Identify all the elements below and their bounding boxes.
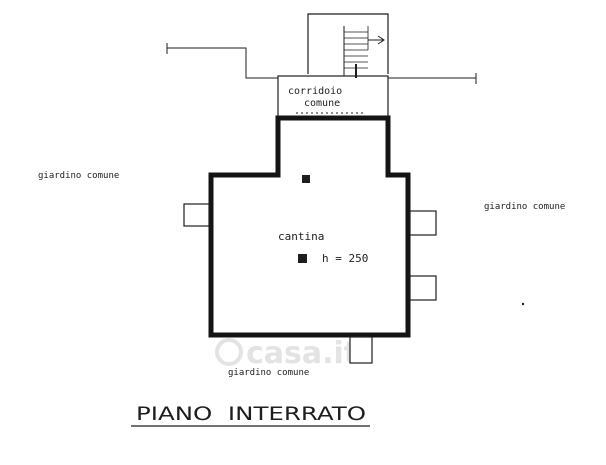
garden-label-bottom: giardino comune <box>228 368 309 378</box>
watermark-logo-icon <box>215 338 243 366</box>
pillar-center <box>298 254 307 263</box>
cellar-height-label: h = 250 <box>322 252 368 265</box>
light-wells <box>183 203 437 364</box>
stair-arrow-head-icon <box>377 35 385 45</box>
corridor-label-line1: corridoio <box>288 86 342 97</box>
cellar-walls <box>208 115 411 338</box>
corridor-area: corridoio comune <box>277 75 389 119</box>
staircase <box>307 13 389 78</box>
watermark-text: casa.it <box>246 336 358 371</box>
light-well-right-lower <box>409 275 437 301</box>
corridor-outline <box>277 75 389 119</box>
property-boundaries <box>166 43 477 84</box>
plan-dot <box>521 302 525 306</box>
light-well-left <box>183 203 210 227</box>
pillar-upper <box>302 175 310 183</box>
floor-title: PIANO INTERRATO <box>136 403 366 425</box>
light-well-right-upper <box>409 210 437 236</box>
boundary-left <box>167 47 278 79</box>
stair-outline <box>307 13 389 74</box>
garden-label-right: giardino comune <box>484 202 565 212</box>
watermark: casa.it <box>215 336 358 371</box>
corridor-label-line2: comune <box>304 98 340 109</box>
light-well-bottom <box>349 336 373 364</box>
cellar-label: cantina <box>278 230 324 243</box>
garden-label-left: giardino comune <box>38 171 119 181</box>
